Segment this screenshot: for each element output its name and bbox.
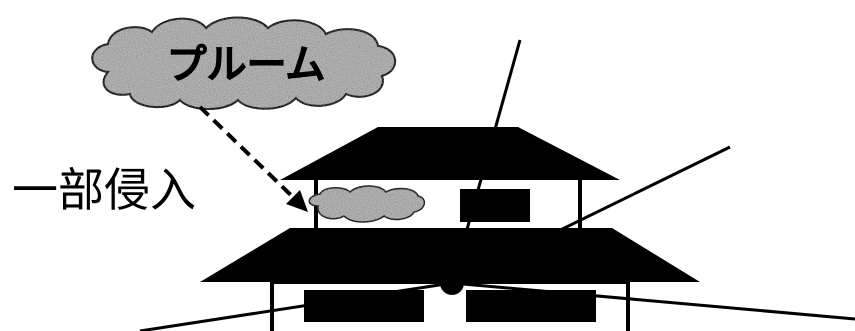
- intrusion-arrow: [198, 105, 308, 212]
- line-upper-right: [451, 145, 731, 285]
- lower-roof: [200, 228, 700, 282]
- plume-cloud: プルーム: [91, 16, 396, 110]
- lower-window-left: [304, 290, 424, 322]
- line-left: [139, 281, 453, 331]
- plume-label: プルーム: [167, 42, 326, 88]
- intrusion-label: 一部侵入: [12, 163, 196, 217]
- upper-roof: [280, 127, 620, 180]
- radiating-lines: [139, 39, 855, 331]
- line-right: [451, 281, 855, 321]
- arrow-head-icon: [286, 190, 308, 212]
- indoor-plume-cloud: [308, 185, 426, 223]
- house: [200, 127, 700, 331]
- line-up: [450, 39, 522, 284]
